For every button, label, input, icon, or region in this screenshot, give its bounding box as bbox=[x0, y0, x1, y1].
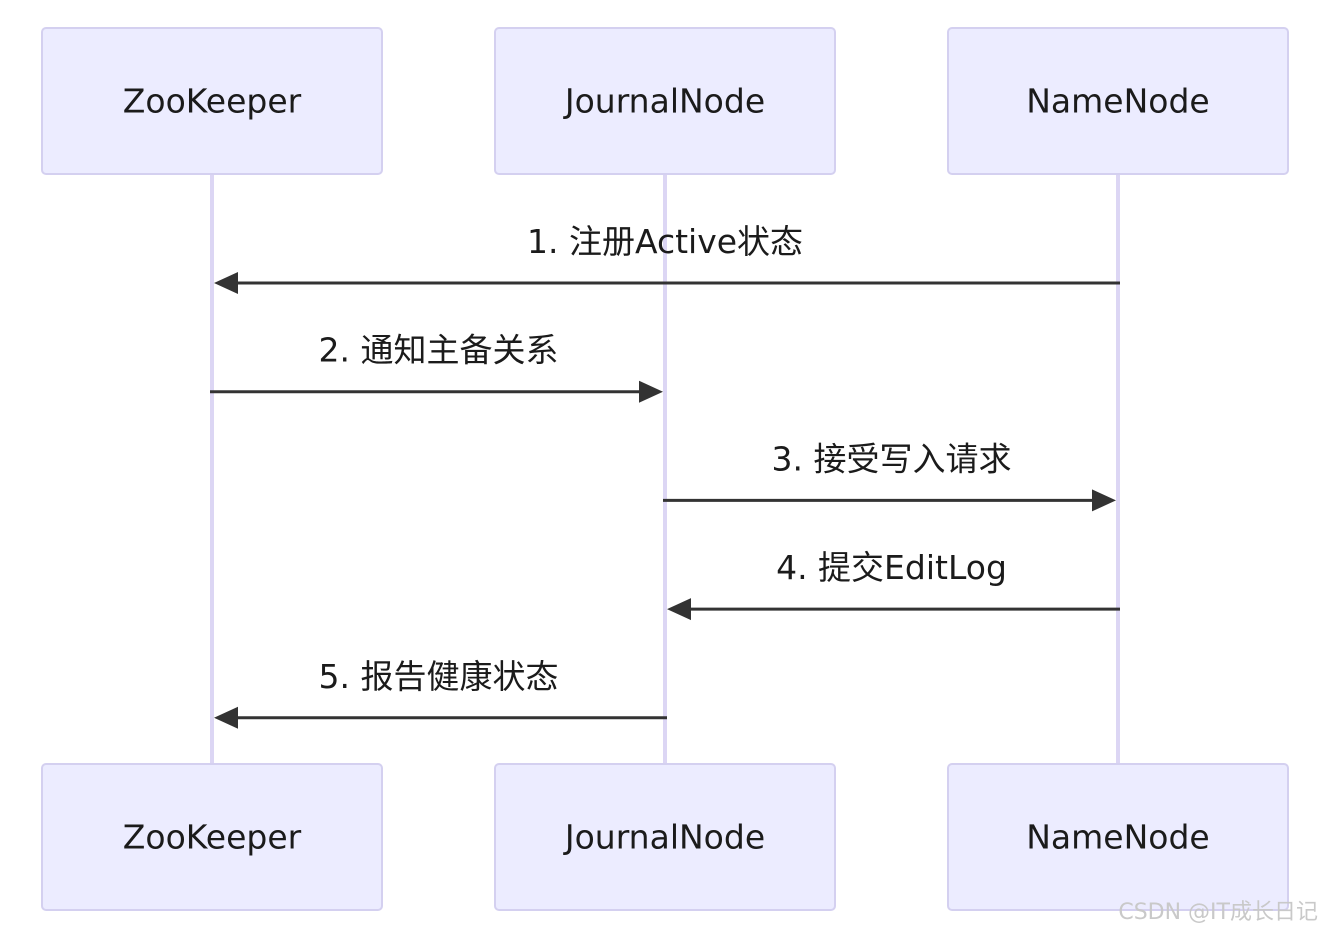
actor-zk-bottom: ZooKeeper bbox=[41, 763, 383, 911]
actor-nn-bottom: NameNode bbox=[947, 763, 1289, 911]
actor-label: JournalNode bbox=[563, 82, 765, 121]
message-3: 3. 接受写入请求 bbox=[663, 439, 1116, 512]
actor-zk-top: ZooKeeper bbox=[41, 27, 383, 175]
actor-label: ZooKeeper bbox=[123, 818, 302, 857]
actor-box bbox=[494, 763, 836, 911]
actor-label: NameNode bbox=[1026, 82, 1209, 121]
message-label: 3. 接受写入请求 bbox=[772, 439, 1012, 478]
actor-box bbox=[947, 763, 1289, 911]
messages: 1. 注册Active状态 2. 通知主备关系 3. 接受写入请求 4. 提交Edit… bbox=[210, 222, 1120, 729]
message-label: 2. 通知主备关系 bbox=[319, 331, 559, 370]
arrowhead-icon bbox=[1092, 489, 1116, 512]
actors-bottom: ZooKeeper JournalNode NameNode bbox=[41, 763, 1289, 911]
actors-top: ZooKeeper JournalNode NameNode bbox=[41, 27, 1289, 175]
watermark: CSDN @IT成长日记 bbox=[1118, 900, 1318, 925]
message-1: 1. 注册Active状态 bbox=[214, 222, 1120, 294]
message-label: 4. 提交EditLog bbox=[776, 548, 1007, 587]
message-4: 4. 提交EditLog bbox=[667, 548, 1120, 621]
message-label: 1. 注册Active状态 bbox=[527, 222, 803, 261]
message-label: 5. 报告健康状态 bbox=[319, 657, 559, 696]
actor-jn-top: JournalNode bbox=[494, 27, 836, 175]
actor-label: JournalNode bbox=[563, 818, 765, 857]
actor-label: ZooKeeper bbox=[123, 82, 302, 121]
arrowhead-icon bbox=[214, 272, 238, 294]
message-5: 5. 报告健康状态 bbox=[214, 657, 667, 729]
actor-box bbox=[494, 27, 836, 175]
arrowhead-icon bbox=[639, 380, 663, 403]
actor-label: NameNode bbox=[1026, 818, 1209, 857]
lifelines bbox=[210, 174, 1120, 764]
actor-box bbox=[41, 763, 383, 911]
actor-jn-bottom: JournalNode bbox=[494, 763, 836, 911]
message-2: 2. 通知主备关系 bbox=[210, 331, 663, 403]
actor-box bbox=[41, 27, 383, 175]
actor-nn-top: NameNode bbox=[947, 27, 1289, 175]
actor-box bbox=[947, 27, 1289, 175]
arrowhead-icon bbox=[214, 706, 238, 729]
arrowhead-icon bbox=[667, 598, 691, 621]
